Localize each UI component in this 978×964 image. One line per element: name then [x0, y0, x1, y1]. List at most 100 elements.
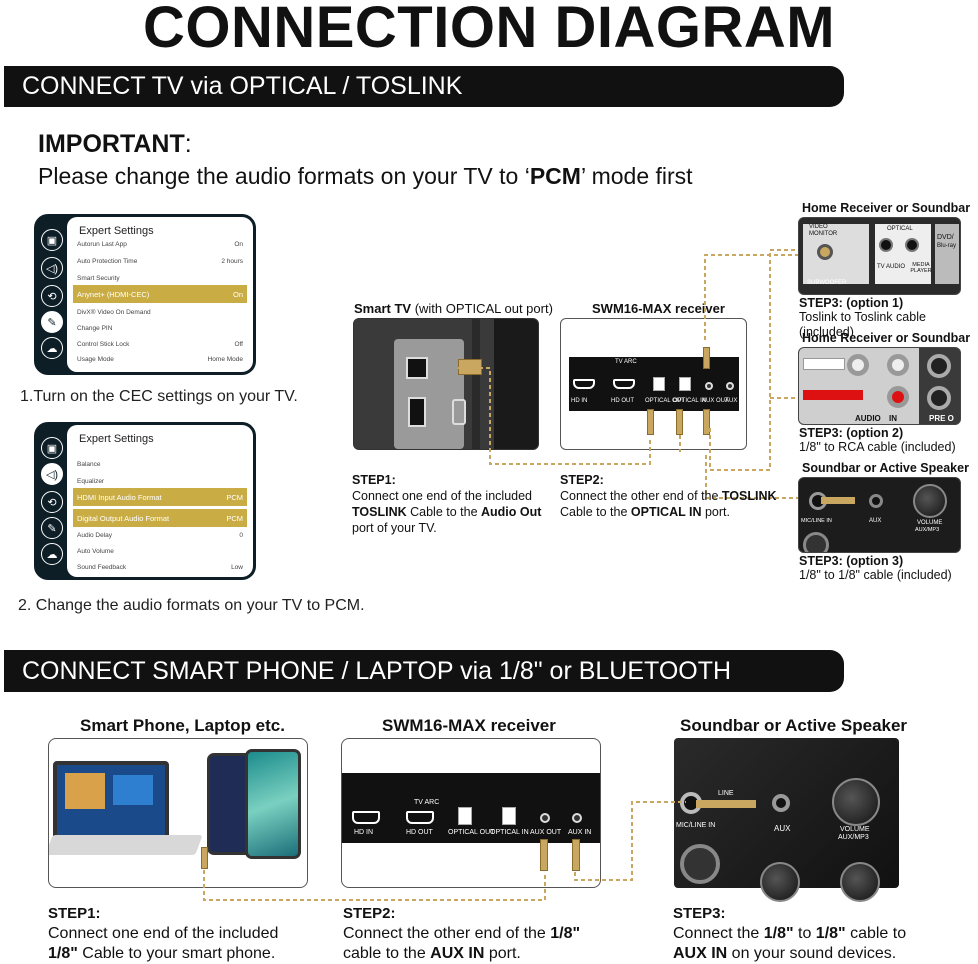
menu1-row: Usage Mode Home Mode — [73, 350, 247, 368]
port-label-optical-in: OPTICAL IN — [673, 398, 707, 404]
menu1-row-label: Auto Protection Time — [77, 257, 138, 265]
opt2-in: IN — [889, 414, 897, 423]
sound-icon: ◁) — [41, 463, 63, 485]
s2-step3-to: to — [793, 925, 816, 942]
opt2-heading: Home Receiver or Soundbar — [802, 331, 971, 345]
tv-menu-cec: ▣ ◁) ⟲ ✎ ☁ Expert Settings Autorun Last … — [34, 214, 256, 375]
opt1-jack — [905, 238, 919, 252]
volume-knob — [913, 484, 947, 518]
s1-step2-title: STEP2: — [560, 473, 604, 487]
receiver-panel-2: TV ARC HD IN HD OUT OPTICAL OUT OPTICAL … — [341, 738, 601, 888]
opt1-media-player: MEDIA PLAYER — [910, 262, 932, 274]
menu1-row-label: Usage Mode — [77, 355, 114, 363]
receiver-label-1: SWM16-MAX receiver — [592, 301, 725, 316]
support-icon: ☁ — [41, 337, 63, 359]
support-icon: ☁ — [41, 543, 63, 565]
s1-step2-optical-in: OPTICAL IN — [630, 505, 702, 519]
opt2-desc: 1/8" to RCA cable (included) — [799, 440, 956, 454]
menu1-row: Change PIN — [73, 319, 247, 337]
s2-step3-l1-text: Connect the — [673, 925, 764, 942]
opt3-aux: AUX — [869, 518, 882, 524]
combo-jack — [803, 532, 829, 552]
opt3-volume: VOLUME — [917, 520, 943, 526]
tv-menu-audio-format: ▣ ◁) ⟲ ✎ ☁ Expert Settings Balance Equal… — [34, 422, 256, 580]
aux-jack — [869, 494, 883, 508]
s1-step2-l1-text: Connect the other end of the — [560, 489, 722, 503]
section-header-bluetooth-text: CONNECT SMART PHONE / LAPTOP via 1/8" or… — [22, 656, 732, 685]
opt1-monitor: MONITOR — [809, 231, 838, 237]
speaker-aux: AUX — [774, 824, 791, 833]
menu1-row-value: Off — [234, 340, 243, 348]
port-label-aux-out: AUX OUT — [702, 398, 729, 404]
smart-tv-label: Smart TV (with OPTICAL out port) — [354, 301, 553, 316]
s2-step2: STEP2: Connect the other end of the 1/8"… — [343, 904, 633, 964]
menu1-row: Smart Security — [73, 269, 247, 287]
optical-out-port — [406, 357, 428, 379]
opt1-bluray: Blu-ray — [937, 243, 957, 249]
opt1-tv-audio: TV AUDIO — [877, 264, 906, 270]
aux-plug-top — [703, 347, 710, 369]
aux-in-jack — [572, 813, 582, 823]
wrench-icon: ✎ — [41, 517, 63, 539]
s2-step1-l2: 1/8" Cable to your smart phone. — [48, 944, 338, 964]
menu1-header: Expert Settings — [79, 225, 154, 237]
main-title: CONNECTION DIAGRAM — [142, 0, 836, 60]
combo-jack — [680, 844, 720, 884]
s2-step1-l1: Connect one end of the included — [48, 925, 279, 942]
port2-label-optical-in: OPTICAL IN — [490, 829, 529, 836]
network-icon: ⟲ — [41, 285, 63, 307]
aux-cable-phone-receiver — [203, 870, 546, 901]
menu1-row-value: Home Mode — [207, 355, 243, 363]
s1-step2-l1: Connect the other end of the TOSLINK — [560, 488, 800, 504]
s2-step2-l1: Connect the other end of the 1/8" — [343, 924, 633, 944]
opt1-step: STEP3: (option 1) — [799, 296, 904, 310]
speaker-aux-mp3: AUX/MP3 — [838, 834, 869, 841]
menu2-row: Equalizer — [73, 472, 247, 490]
s2-step3-aux-in: AUX IN — [673, 945, 728, 962]
menu2-row-value: 0 — [239, 531, 243, 539]
optical-out-port — [653, 377, 665, 391]
menu2-row: Balance — [73, 455, 247, 473]
s1-step1-l2-text: Cable to the — [406, 505, 481, 519]
aux-plug — [540, 839, 548, 871]
section-header-optical-text: CONNECT TV via OPTICAL / TOSLINK — [22, 72, 463, 100]
opt1-video: VIDEO — [809, 224, 828, 230]
opt1-optical: OPTICAL — [887, 226, 913, 232]
rca-plug-red — [803, 390, 863, 400]
opt1-dvd: DVD/ — [937, 234, 954, 241]
menu2-row-label: Sound Feedback — [77, 563, 127, 571]
sound-icon: ◁) — [41, 257, 63, 279]
smart-tv-label-bold: Smart TV — [354, 301, 412, 316]
menu2-row-label: HDMI Input Audio Format — [77, 492, 162, 502]
important-pcm: PCM — [529, 163, 581, 189]
toslink-cable-path — [458, 367, 651, 465]
aux-jack — [772, 794, 790, 812]
rca-jack — [887, 354, 909, 376]
menu2-row-value: PCM — [226, 513, 243, 523]
port2-label-aux-out: AUX OUT — [530, 829, 562, 836]
hdmi-out-port — [406, 811, 434, 824]
s1-step2-l2-text: Cable to the — [560, 505, 631, 519]
aux-plug — [821, 497, 855, 504]
aux-cable-receiver-speaker — [574, 801, 686, 881]
hdmi-port — [452, 399, 466, 425]
speaker-line: LINE — [718, 790, 734, 797]
s2-step3-l1: Connect the 1/8" to 1/8" cable to — [673, 924, 973, 944]
opt1-jack — [879, 238, 893, 252]
rca-plug-white — [803, 358, 845, 370]
opt1-plug — [817, 244, 833, 260]
menu1-row-value: 2 hours — [221, 257, 243, 265]
port2-label-optical-out: OPTICAL OUT — [448, 829, 495, 836]
cable-to-option1 — [704, 254, 798, 340]
port-label-optical-out: OPTICAL OUT — [645, 398, 685, 404]
toslink-plug-in — [647, 409, 654, 435]
opt3-desc: 1/8" to 1/8" cable (included) — [799, 568, 952, 582]
port2-label-aux-in: AUX IN — [568, 829, 592, 836]
important-post: ’ mode first — [580, 163, 693, 189]
menu2-row-label: Equalizer — [77, 477, 105, 485]
menu2-header: Expert Settings — [79, 433, 154, 445]
section-header-optical: CONNECT TV via OPTICAL / TOSLINK — [4, 66, 844, 107]
